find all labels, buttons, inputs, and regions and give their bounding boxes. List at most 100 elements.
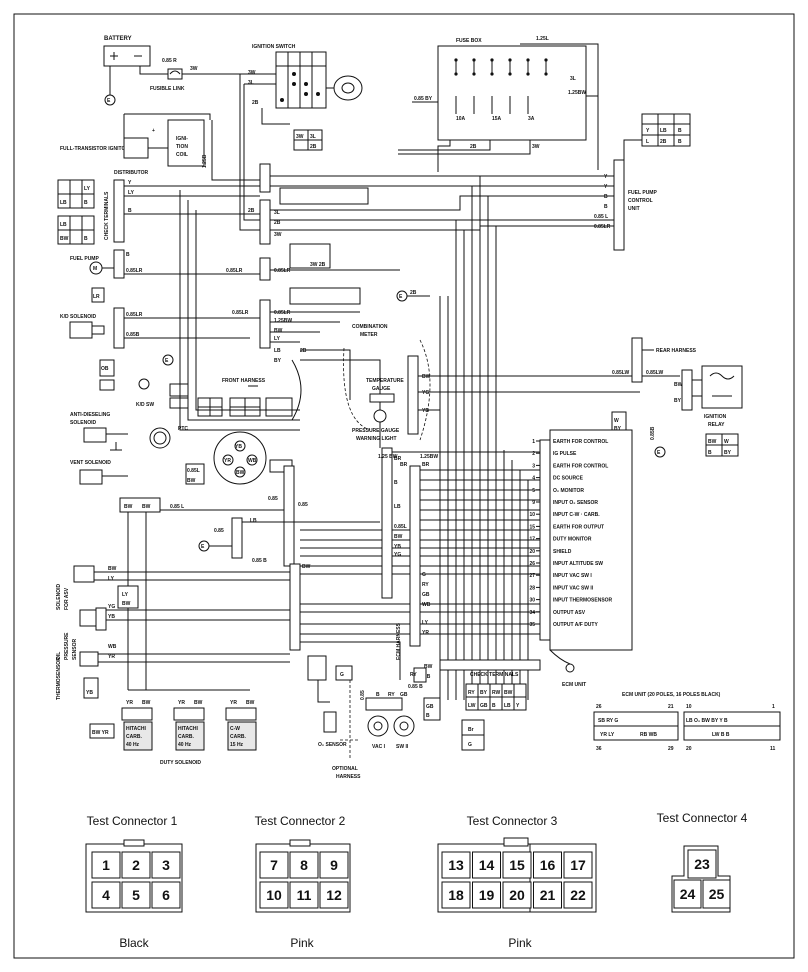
svg-text:ANTI-DIESELING: ANTI-DIESELING [70,412,110,418]
svg-text:E: E [165,358,169,364]
svg-text:3W: 3W [296,134,304,140]
svg-text:B: B [492,703,496,709]
test-connector-1-title: Test Connector 1 [87,814,178,828]
test-pin-number: 5 [132,887,140,903]
svg-text:RY: RY [388,692,395,698]
svg-text:WB: WB [108,644,117,650]
svg-text:BW: BW [422,374,431,380]
fusible-link: 0.85 R 3W FUSIBLE LINK [150,58,240,92]
center-wiring: BW BR B LB 0.85L BW YB YG G RY GB WB LY … [179,176,540,700]
svg-text:3L: 3L [248,80,254,86]
ecm-pin-number: 4 [532,476,535,482]
svg-text:YR: YR [422,630,429,636]
svg-text:3A: 3A [528,116,535,122]
svg-text:YB: YB [108,614,115,620]
svg-text:O₂ SENSOR: O₂ SENSOR [318,742,347,748]
svg-text:1.25BW: 1.25BW [568,90,586,96]
svg-text:Br: Br [468,727,474,733]
svg-text:0.85LR: 0.85LR [232,310,249,316]
svg-text:Y: Y [516,703,520,709]
ecm-pin-number: 35 [529,622,535,628]
svg-text:E: E [201,544,205,550]
lower-left-bus: BW BW 0.85 L 0.85 LB E 0.85 B 0.85 0.85 [119,465,380,690]
svg-text:CHECK TERMINALS: CHECK TERMINALS [470,672,519,678]
battery: BATTERY E [103,36,168,106]
svg-text:YB: YB [394,544,401,550]
svg-text:2B: 2B [310,144,317,150]
svg-text:BW: BW [424,664,433,670]
pressure-lamp-icon [373,409,387,423]
svg-text:0.85 B: 0.85 B [408,684,423,690]
svg-text:SB RY G: SB RY G [598,718,618,724]
svg-text:0.85L: 0.85L [187,468,200,474]
test-pin-cell [472,881,501,909]
ecm-pin-number: 2 [532,451,535,457]
ecm-pin-label: INPUT THERMOSENSOR [553,598,613,604]
connector-block [289,287,361,305]
test-pin-cell [533,881,562,909]
test-pin-number: 22 [570,887,586,903]
svg-text:LY: LY [84,186,91,192]
ecm-pin-label: DC SOURCE [553,476,584,482]
test-pin-number: 2 [132,857,140,873]
svg-text:WARNING LIGHT: WARNING LIGHT [356,436,397,442]
ecm-connector: ECM UNIT (20 POLES, 16 POLES BLACK) 26 2… [593,692,781,752]
svg-text:RW: RW [492,690,501,696]
svg-text:0.85LR: 0.85LR [226,268,243,274]
test-pin-cell [472,851,501,879]
svg-text:Y: Y [604,184,608,190]
svg-text:BY: BY [480,690,488,696]
test-pin-number: 7 [270,857,278,873]
svg-text:WB: WB [422,602,431,608]
anti-dieseling-solenoid: ANTI-DIESELING SOLENOID PTC [70,412,188,451]
svg-text:15A: 15A [492,116,502,122]
svg-text:LB: LB [60,200,67,206]
svg-text:YR: YR [108,654,115,660]
cw-carb [227,721,257,751]
fuse-box-label: FUSE BOX [456,38,482,44]
svg-text:BY: BY [614,426,622,432]
ecm-pin-number: 10 [529,512,535,518]
hitachi-carb-1 [123,721,153,751]
svg-text:1.25BW: 1.25BW [274,318,292,324]
ground-icon [654,446,666,458]
test-pin-number: 23 [694,856,710,872]
ignition-coil [167,119,205,167]
test-pin-number: 25 [709,886,725,902]
svg-text:CHECK TERMINALS: CHECK TERMINALS [104,191,110,240]
svg-text:2B: 2B [300,348,307,354]
ground-icon [162,354,174,366]
o2-vac-area: G O₂ SENSOR OPTIONAL HARNESS 0.85 B RY G… [307,622,441,780]
svg-text:METER: METER [360,332,378,338]
svg-text:HARNESS: HARNESS [336,774,361,780]
page-frame [13,13,795,959]
test-pin-cell [121,851,151,879]
connector-block [279,187,369,205]
svg-text:BW: BW [108,566,117,572]
svg-text:BW: BW [194,700,203,706]
svg-text:G: G [340,672,344,678]
svg-text:HITACHI: HITACHI [178,726,199,732]
test-pin-cell [563,851,593,879]
ecm-pin-label: INPUT ALTITUDE SW [553,561,603,567]
test-pin-number: 3 [162,857,170,873]
svg-text:RY: RY [422,582,429,588]
svg-text:0.85B: 0.85B [650,426,656,440]
test-pin-cell [91,851,121,879]
ecm-pin-label: OUTPUT ASV [553,610,586,616]
test-pin-cell [259,851,289,879]
svg-text:B: B [84,236,88,242]
svg-text:BR: BR [394,456,402,462]
svg-text:B: B [84,200,88,206]
svg-text:21: 21 [668,704,674,710]
svg-text:BW: BW [504,690,513,696]
svg-text:CARB.: CARB. [230,734,246,740]
ignitor-and-coil: FULL-TRANSISTOR IGNITOR +- IGNI- TION CO… [60,113,260,181]
kd-solenoid-label: K/D SOLENOID [60,314,97,320]
test-pin-number: 17 [570,857,586,873]
svg-text:E: E [657,450,661,456]
